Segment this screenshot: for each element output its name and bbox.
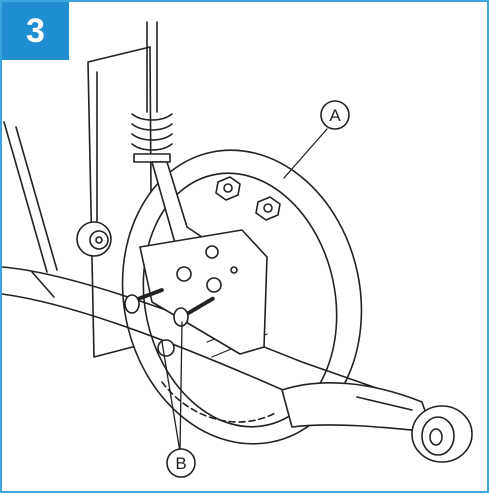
step-number-badge: 3 <box>2 2 69 60</box>
callout-a-label: A <box>329 106 341 125</box>
callout-b-label: B <box>175 454 186 473</box>
spring-rod <box>131 21 173 163</box>
rear-roller <box>76 221 112 257</box>
washer-lower <box>157 339 175 357</box>
caster-arm <box>281 382 433 433</box>
chassis-bar <box>2 266 403 423</box>
front-caster <box>411 405 473 463</box>
callout-a-circle <box>320 100 350 130</box>
callout-b-leader <box>161 321 183 453</box>
bracket-lever <box>139 161 268 355</box>
nut-upper <box>215 176 241 201</box>
step-number: 3 <box>26 11 45 50</box>
left-upright <box>3 121 58 273</box>
nut-lower <box>255 196 281 221</box>
callout-a-leader <box>283 128 328 179</box>
bolt-right <box>173 277 222 327</box>
bolt-left <box>124 266 192 314</box>
callout-b-circle <box>166 448 196 478</box>
